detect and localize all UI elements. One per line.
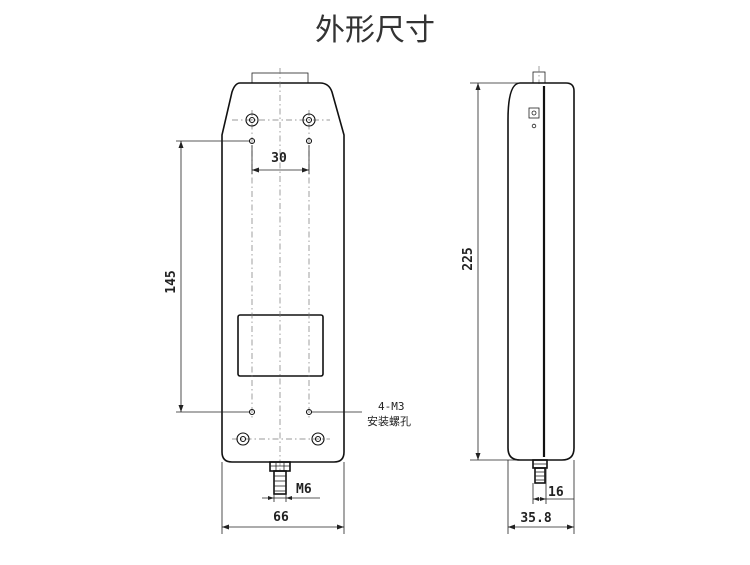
page-title: 外形尺寸: [315, 13, 435, 48]
hole-callout-desc: 安装螺孔: [367, 414, 411, 428]
side-connector: [532, 459, 548, 484]
dim-length-label: 225: [461, 247, 476, 270]
hole-callout-code: 4-M3: [378, 400, 405, 413]
dim-thread: M6: [262, 482, 320, 502]
dim-width: 66: [221, 462, 345, 534]
dim-hole-height: 145: [164, 140, 249, 413]
dim-width-label: 66: [273, 510, 289, 525]
side-indicator: [531, 123, 537, 129]
side-connector-thread: [534, 467, 546, 484]
side-view: 225 16 35.8: [461, 66, 575, 534]
mount-hole-bottom-right-inner: [314, 435, 322, 443]
front-connector: [269, 461, 291, 495]
mount-hole-top-right: [302, 113, 316, 127]
dim-hole-height-label: 145: [164, 270, 179, 293]
mount-hole-bottom-right: [311, 432, 325, 446]
mount-hole-bottom-left: [236, 432, 250, 446]
m3-hole-top-left: [248, 137, 256, 145]
front-body-outline: [221, 82, 345, 463]
dim-connector-label: 16: [548, 485, 564, 500]
dim-hole-spacing-label: 30: [271, 151, 287, 166]
dim-hole-spacing: 30: [251, 145, 310, 174]
dim-depth: 35.8: [507, 460, 575, 534]
m3-hole-top-right: [305, 137, 313, 145]
dim-length: 225: [461, 82, 518, 461]
side-button: [528, 107, 540, 119]
display-window: [237, 314, 324, 377]
mount-hole-top-left-inner: [248, 116, 256, 124]
mount-hole-top-left: [245, 113, 259, 127]
front-view: 30 145 4-M3 安装螺孔 M6: [164, 68, 411, 534]
mount-hole-bottom-left-inner: [239, 435, 247, 443]
m3-hole-bottom-right: [305, 408, 313, 416]
dim-depth-label: 35.8: [520, 511, 551, 526]
m3-hole-bottom-left: [248, 408, 256, 416]
hole-callout: 4-M3 安装螺孔: [312, 400, 411, 428]
mount-hole-top-right-inner: [305, 116, 313, 124]
connector-thread: [273, 470, 287, 495]
side-body-outline: [507, 82, 575, 461]
dim-connector: 16: [532, 468, 574, 504]
dim-thread-label: M6: [296, 482, 312, 497]
